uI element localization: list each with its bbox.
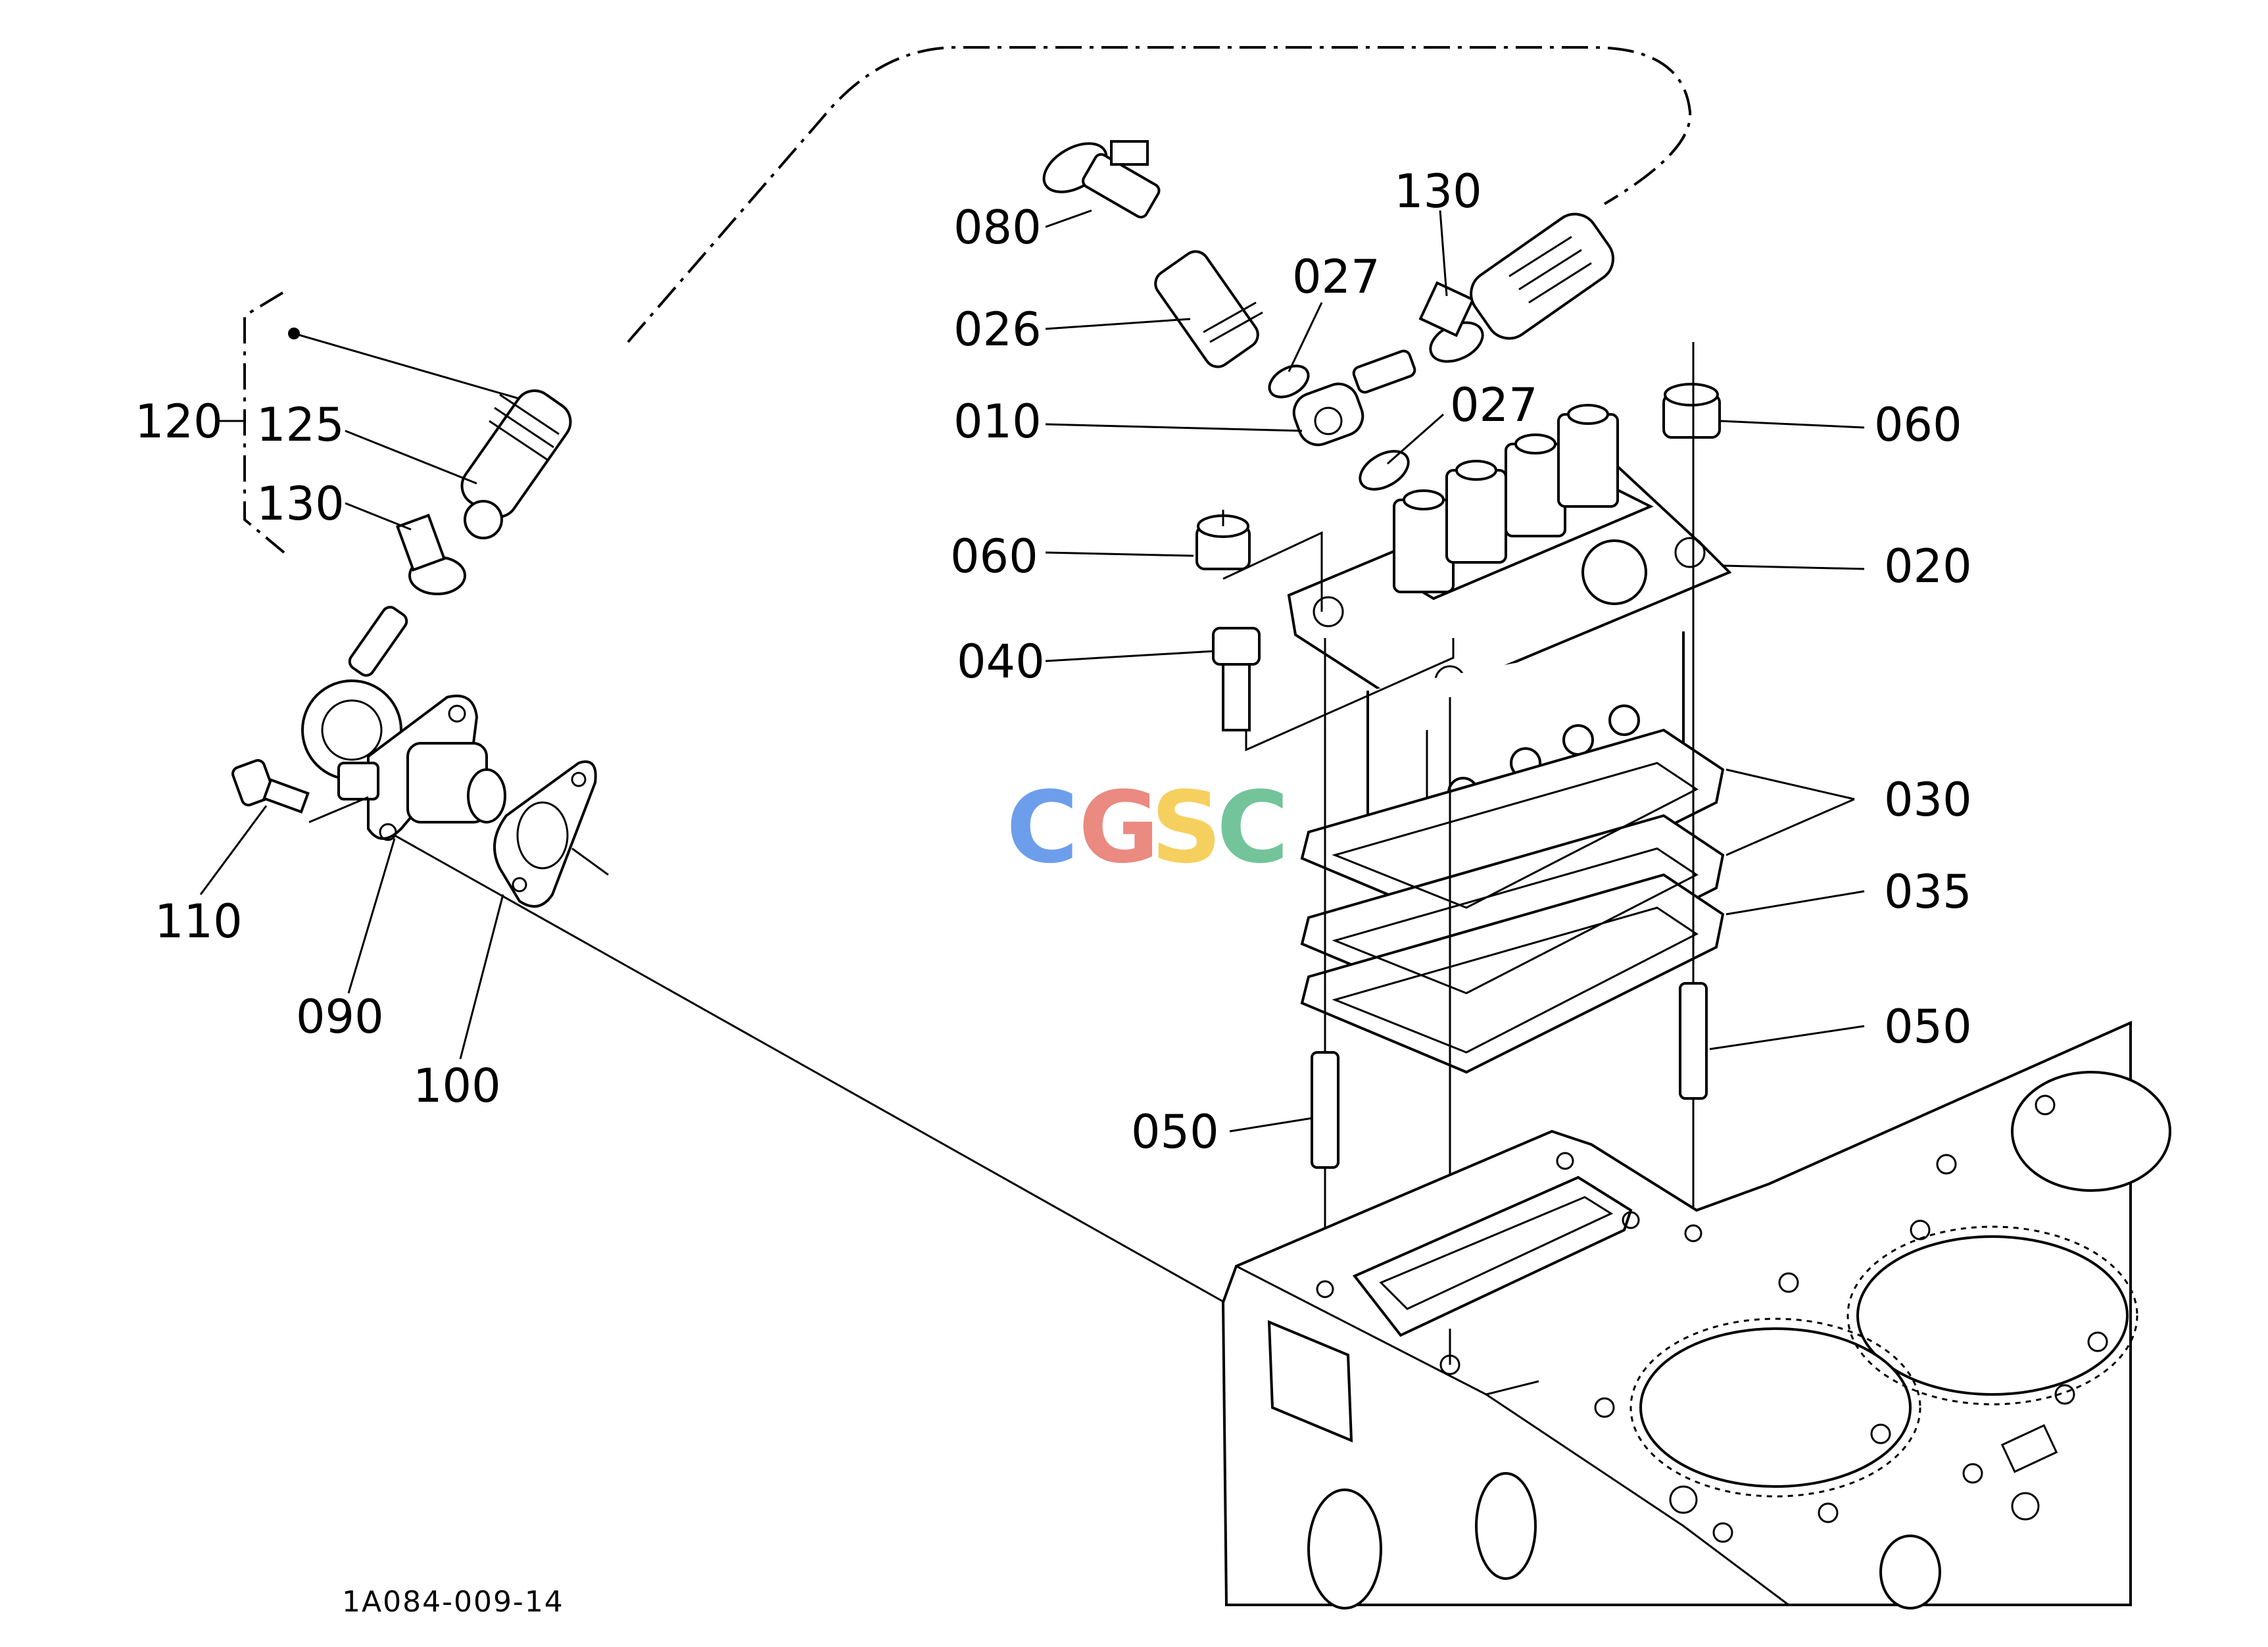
callout-050-right: 050 <box>1884 1000 1972 1054</box>
nut-left-part <box>1195 514 1251 570</box>
callout-010: 010 <box>953 395 1042 449</box>
delivery-valve-holders <box>1393 404 1619 593</box>
group-bracket-120 <box>243 291 285 554</box>
gasket-bottom <box>1300 873 1725 1074</box>
callout-130-right: 130 <box>1394 164 1482 218</box>
upper-fittings-group <box>1042 140 1614 491</box>
gasket-stack <box>1300 728 1725 1074</box>
cylinder-bore-3 <box>2011 1071 2171 1192</box>
watermark-letter-4: C <box>1217 771 1289 885</box>
callout-027-lower: 027 <box>1450 378 1538 432</box>
callout-090: 090 <box>296 990 384 1044</box>
hollow-bolt-part <box>1154 250 1263 368</box>
callout-080: 080 <box>953 201 1042 255</box>
left-parts-group <box>231 291 1237 1310</box>
figure-code: 1A084-009-14 <box>342 1585 564 1619</box>
callout-110: 110 <box>155 895 243 948</box>
engine-block <box>1221 1020 2171 1610</box>
cylinder-bore-2 <box>1639 1327 1912 1488</box>
fuel-hose-right-part <box>1470 212 1614 340</box>
bolt-part <box>1212 627 1261 731</box>
leader-lines <box>199 209 1865 1133</box>
watermark-logo: C G S C <box>1006 771 1289 885</box>
callout-125: 125 <box>256 398 345 452</box>
hose-clamp-right-part <box>1418 281 1484 363</box>
nut-right-part <box>1662 383 1721 439</box>
callout-050-left: 050 <box>1131 1105 1219 1159</box>
hose-clamp-part <box>395 513 466 595</box>
eye-fitting-part <box>1292 349 1416 447</box>
callout-060-right: 060 <box>1874 398 1962 452</box>
pump-gasket-part <box>493 760 597 908</box>
callout-027-upper: 027 <box>1292 250 1380 304</box>
stud-left-part <box>1311 1051 1339 1169</box>
callout-labels: 120 125 130 110 090 100 080 026 027 010 … <box>135 164 1972 1159</box>
pump-cover-plug <box>1581 539 1647 605</box>
cylinder-bore-1 <box>1856 1235 2129 1396</box>
gasket-ring-b <box>1359 450 1410 491</box>
air-vent-valve-part <box>1042 140 1161 219</box>
callout-100: 100 <box>413 1059 501 1113</box>
gasket-ring-a <box>1268 364 1310 399</box>
callout-060-left: 060 <box>950 529 1038 583</box>
banjo-bolt-part <box>231 759 310 814</box>
watermark-letter-1: C <box>1006 771 1078 885</box>
callout-040: 040 <box>957 635 1045 689</box>
hose-end-part <box>460 389 572 539</box>
callout-120: 120 <box>135 395 223 449</box>
stud-right-part <box>1679 982 1708 1100</box>
callout-030: 030 <box>1884 773 1972 827</box>
hose-route-line <box>627 45 1692 343</box>
callout-026: 026 <box>953 303 1042 356</box>
feed-pump-part <box>301 679 506 841</box>
watermark-letter-2: G <box>1078 771 1159 885</box>
gasket-top <box>1300 728 1725 929</box>
watermark-letter-3: S <box>1151 771 1222 885</box>
callout-130-left: 130 <box>256 477 345 531</box>
callout-020: 020 <box>1884 539 1972 593</box>
callout-035: 035 <box>1884 865 1972 919</box>
